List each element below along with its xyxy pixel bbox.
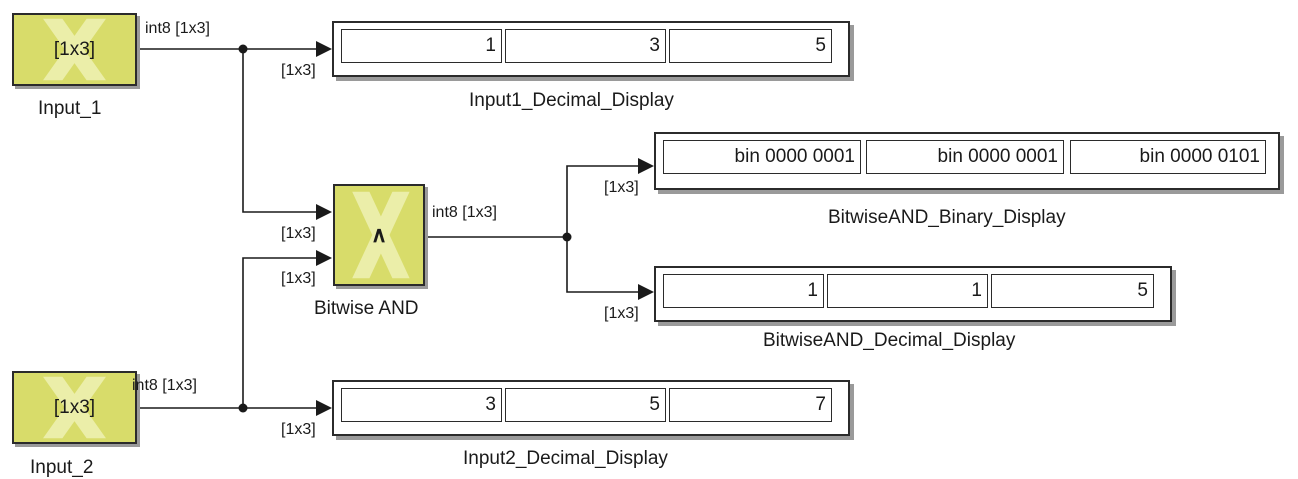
bitwise-and-decimal-display-label: BitwiseAND_Decimal_Display [763,330,1016,351]
input2-decimal-display[interactable]: 3 5 7 [332,380,850,436]
display-cell: 1 [341,29,502,63]
arrowhead [316,250,332,266]
display-cell: 1 [663,274,824,308]
input2-label: Input_2 [30,457,94,478]
display-cell: 7 [669,388,832,422]
xilinx-logo-icon [43,18,106,81]
port-dim-label: [1x3] [281,421,316,438]
xilinx-logo-icon [352,191,410,279]
input2-block-text: [1x3] [53,396,96,418]
wire-and-to-binary [566,165,640,237]
bitwise-and-binary-display[interactable]: bin 0000 0001 bin 0000 0001 bin 0000 010… [654,132,1280,190]
and-operator-symbol: ∧ [370,222,388,247]
signal-label: int8 [1x3] [432,204,497,221]
display-cell: 5 [505,388,666,422]
branch-point [238,44,248,54]
display-cell: 1 [827,274,988,308]
display-cell: 5 [669,29,832,63]
signal-label: int8 [1x3] [145,20,210,37]
bitwise-and-decimal-display[interactable]: 1 1 5 [654,266,1172,322]
branch-point [562,232,572,242]
bitwise-and-label: Bitwise AND [314,298,419,319]
display-cell: 5 [991,274,1154,308]
input1-decimal-display[interactable]: 1 3 5 [332,21,850,77]
display-cell: 3 [341,388,502,422]
input1-label: Input_1 [38,98,102,119]
arrowhead [316,400,332,416]
wire-input1-to-and [242,49,318,213]
port-dim-label: [1x3] [604,179,639,196]
arrowhead [316,204,332,220]
arrowhead [638,158,654,174]
input1-block-text: [1x3] [53,38,96,60]
display-cell: bin 0000 0001 [663,140,861,174]
input2-decimal-display-label: Input2_Decimal_Display [463,448,668,469]
wire-input2-to-and [242,257,318,408]
port-dim-label: [1x3] [281,270,316,287]
bitwise-and-block[interactable]: ∧ [333,184,425,286]
port-dim-label: [1x3] [604,305,639,322]
display-cell: 3 [505,29,666,63]
display-cell: bin 0000 0001 [866,140,1064,174]
signal-label: int8 [1x3] [132,377,197,394]
port-dim-label: [1x3] [281,62,316,79]
bitwise-and-binary-display-label: BitwiseAND_Binary_Display [828,207,1066,228]
wire-and-to-decimal [566,237,640,293]
port-dim-label: [1x3] [281,225,316,242]
xilinx-logo-icon [43,376,106,439]
input2-block[interactable]: [1x3] [12,371,137,444]
display-cell: bin 0000 0101 [1070,140,1266,174]
branch-point [238,403,248,413]
input1-decimal-display-label: Input1_Decimal_Display [469,90,674,111]
arrowhead [316,41,332,57]
input1-block[interactable]: [1x3] [12,13,137,86]
arrowhead [638,284,654,300]
